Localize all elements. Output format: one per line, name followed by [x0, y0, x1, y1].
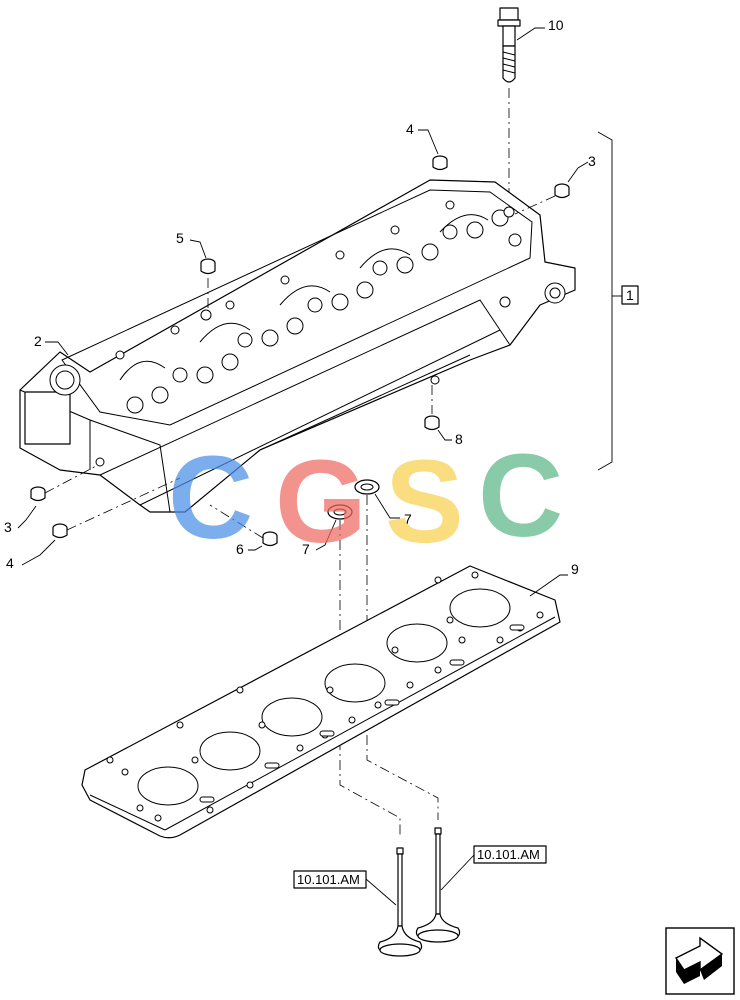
callout-8: 8 [455, 431, 463, 447]
callout-3-bottom: 3 [4, 519, 12, 535]
plug-6[interactable] [262, 531, 278, 547]
group-ref-box [621, 285, 639, 305]
plug-4-bottom[interactable] [52, 523, 68, 539]
callout-6: 6 [236, 541, 244, 557]
plug-4-top[interactable] [432, 155, 448, 171]
callout-1: 1 [626, 287, 634, 303]
callout-2: 2 [34, 333, 42, 349]
valve-seal-lower[interactable] [327, 504, 353, 520]
head-gasket[interactable] [81, 565, 561, 839]
watermark-letter-1: C [168, 432, 253, 564]
callout-4-bottom: 4 [6, 555, 14, 571]
head-bolt[interactable] [497, 7, 521, 83]
plug-8[interactable] [424, 415, 440, 431]
watermark-letter-3: S [385, 436, 464, 568]
ref-label-right[interactable]: 10.101.AM [473, 845, 547, 864]
ref-right-text: 10.101.AM [477, 847, 540, 862]
watermark-letter-2: G [275, 436, 367, 568]
plug-3-bottom[interactable] [30, 486, 46, 502]
valve-right[interactable] [415, 827, 461, 943]
callout-4-top: 4 [406, 121, 414, 137]
navigation-arrow-icon[interactable] [665, 927, 735, 995]
ref-label-left[interactable]: 10.101.AM [293, 870, 367, 889]
ref-left-text: 10.101.AM [297, 872, 360, 887]
cylinder-head[interactable] [19, 179, 576, 513]
plug-3-top[interactable] [554, 183, 570, 199]
callout-10: 10 [548, 17, 564, 33]
callout-7-upper: 7 [404, 511, 412, 527]
valve-seal-upper[interactable] [354, 479, 380, 495]
valve-left[interactable] [377, 847, 423, 957]
plug-5[interactable] [200, 258, 216, 275]
callout-9: 9 [571, 561, 579, 577]
watermark-letter-4: C [478, 430, 563, 562]
callout-3-top: 3 [588, 153, 596, 169]
watermark: C G S C [168, 430, 563, 568]
callout-5: 5 [176, 230, 184, 246]
callout-7-lower: 7 [302, 541, 310, 557]
